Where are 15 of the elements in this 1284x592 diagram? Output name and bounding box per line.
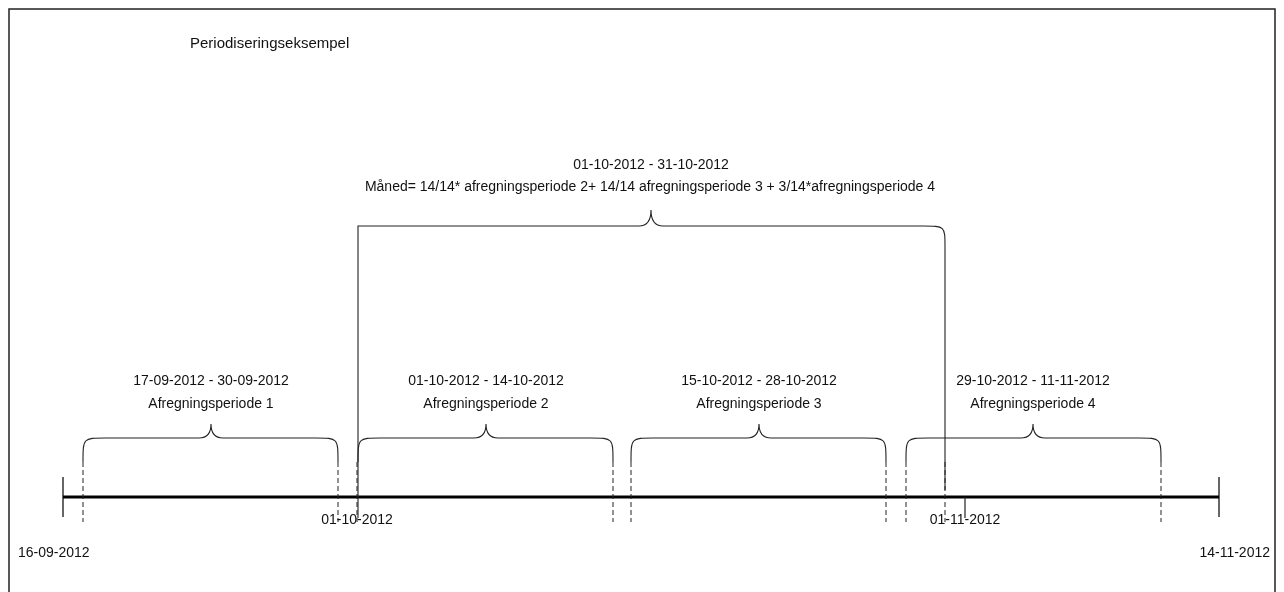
date-label: 14-11-2012 <box>1199 543 1270 561</box>
period-text: Afregningsperiode 1 <box>148 394 274 412</box>
period-text: Afregningsperiode 3 <box>696 394 822 412</box>
date-label: 16-09-2012 <box>18 543 90 561</box>
period-text: Afregningsperiode 2 <box>423 394 549 412</box>
period-text: Afregningsperiode 4 <box>970 394 1096 412</box>
diagram-title: Periodiseringseksempel <box>190 34 350 51</box>
period-text: 17-09-2012 - 30-09-2012 <box>133 371 289 389</box>
date-label: 01-10-2012 <box>321 510 393 528</box>
month-period-text: 01-10-2012 - 31-10-2012 <box>573 155 729 173</box>
period-text: 29-10-2012 - 11-11-2012 <box>956 371 1110 389</box>
month-period-text: Måned= 14/14* afregningsperiode 2+ 14/14 afregningsperiode 3 + 3/14*afregningsperiode 4 <box>364 177 936 195</box>
period-text: 01-10-2012 - 14-10-2012 <box>408 371 564 389</box>
period-text: 15-10-2012 - 28-10-2012 <box>681 371 837 389</box>
date-label: 01-11-2012 <box>929 510 1001 528</box>
